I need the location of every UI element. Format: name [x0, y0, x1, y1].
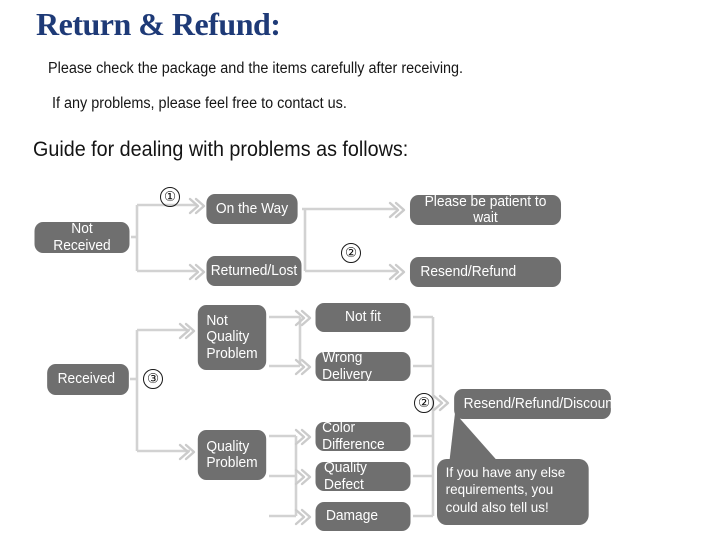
intro-line-1: Please check the package and the items c…	[48, 60, 464, 77]
node-not-received[interactable]: Not Received	[34, 221, 130, 254]
node-please-be-patient-to-wait[interactable]: Please be patient to wait	[409, 194, 562, 226]
page-title: Return & Refund:	[36, 6, 281, 42]
node-color-difference[interactable]: Color Difference	[315, 420, 411, 453]
node-resend-refund-discount[interactable]: Resend/Refund/Discount	[454, 389, 617, 419]
node-resend-refund[interactable]: Resend/Refund	[409, 257, 562, 287]
guide-heading: Guide for dealing with problems as follo…	[33, 138, 409, 161]
node-quality-problem[interactable]: Quality Problem	[197, 430, 267, 480]
marker-two-bottom: ②	[414, 393, 434, 413]
node-on-the-way[interactable]: On the Way	[206, 194, 298, 224]
node-wrong-delivery[interactable]: Wrong Delivery	[315, 350, 411, 383]
marker-two-top: ②	[341, 243, 361, 263]
node-quality-defect[interactable]: Quality Defect	[315, 460, 411, 493]
speech-bubble: If you have any else requirements, you c…	[437, 459, 589, 525]
node-not-fit[interactable]: Not fit	[315, 303, 411, 332]
node-returned-lost[interactable]: Returned/Lost	[206, 256, 302, 286]
node-received[interactable]: Received	[47, 364, 129, 395]
intro-line-2: If any problems, please feel free to con…	[52, 95, 347, 112]
node-damage[interactable]: Damage	[315, 502, 411, 531]
speech-bubble-tail	[449, 413, 501, 465]
node-not-quality-problem[interactable]: Not Quality Problem	[197, 305, 267, 370]
marker-three: ③	[143, 369, 163, 389]
marker-one: ①	[160, 187, 180, 207]
